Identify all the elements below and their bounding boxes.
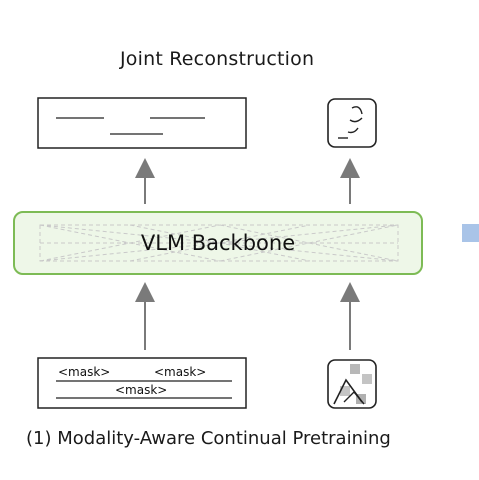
masked-image-icon <box>327 359 377 409</box>
masked-text-input-box: <mask> <mask> <mask> <box>37 357 247 409</box>
backbone-label: VLM Backbone <box>141 231 295 255</box>
vlm-backbone: VLM Backbone <box>13 211 423 275</box>
reconstructed-image-icon <box>327 98 377 148</box>
mask-token: <mask> <box>154 365 206 379</box>
backbone-network-pattern <box>39 224 399 262</box>
next-stage-marker <box>462 224 479 242</box>
mask-token: <mask> <box>115 383 167 397</box>
mask-token: <mask> <box>58 365 110 379</box>
diagram-caption: (1) Modality-Aware Continual Pretraining <box>26 428 391 449</box>
reconstructed-text-box <box>37 97 247 149</box>
diagram-title: Joint Reconstruction <box>120 48 315 70</box>
